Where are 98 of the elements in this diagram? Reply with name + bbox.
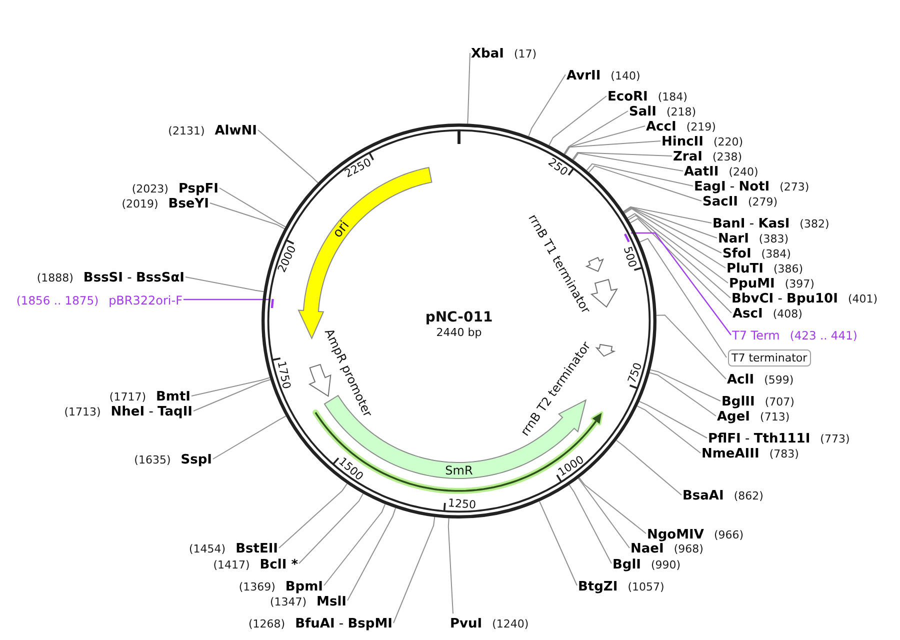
leader-line (572, 152, 684, 172)
enzyme-site-label: (1417) BclI * (213, 555, 298, 572)
enzyme-site-label: BglII (707) (722, 392, 794, 410)
feature-arrow (590, 278, 618, 309)
enzyme-site-label: (1347) MslI (270, 592, 346, 609)
tick-label: 2000 (274, 244, 299, 275)
leader-line (624, 207, 722, 254)
leader-line (467, 52, 470, 124)
feature-label: ori (330, 218, 354, 242)
tick-label: 1250 (447, 496, 476, 512)
leader-line (631, 232, 732, 336)
leader-line (578, 478, 630, 548)
enzyme-site-label: (1717) BmtI (109, 388, 190, 404)
leader-line (393, 516, 436, 624)
enzyme-site-label: BbvCI - Bpu10I (401) (732, 290, 878, 306)
plasmid-length: 2440 bp (436, 326, 482, 340)
enzyme-site-label: SalI (218) (629, 102, 696, 120)
leader-line (624, 208, 726, 268)
enzyme-site-label: BtgZI (1057) (578, 577, 664, 594)
enzyme-site-label: BglI (990) (612, 555, 681, 572)
enzyme-site-label: PflFI - Tth111I (773) (708, 430, 850, 446)
leader-line (564, 110, 628, 154)
enzyme-site-label: BanI - KasI (382) (712, 214, 830, 232)
leader-line (278, 483, 348, 548)
leader-line (622, 206, 712, 224)
primer-label: T7 Term (423 .. 441) (732, 326, 858, 344)
leader-line (324, 504, 386, 586)
leader-line (639, 238, 727, 358)
leader-line (193, 379, 271, 412)
leader-line (258, 130, 318, 184)
enzyme-site-label: AgeI (713) (717, 408, 790, 424)
leader-line (184, 298, 270, 300)
plasmid-name: pNC-011 (425, 310, 493, 326)
leader-line (548, 96, 607, 146)
primer-mark (270, 297, 275, 310)
enzyme-site-label: HincII (220) (662, 132, 744, 150)
enzyme-site-label: (2023) PspFI (132, 180, 218, 196)
leader-line (568, 484, 612, 564)
feature-label: SmR (445, 463, 473, 478)
tick-label: 750 (624, 360, 644, 385)
enzyme-site-label: ZraI (238) (673, 148, 742, 164)
enzyme-site-label: (1635) SspI (134, 450, 212, 468)
enzyme-site-label: BsaAI (862) (682, 486, 764, 504)
enzyme-site-label: (1713) NheI - TaqII (64, 402, 192, 420)
leader-line (564, 126, 646, 155)
leader-line (298, 493, 364, 564)
leader-line (616, 440, 682, 496)
enzyme-site-label: NmeAIII (783) (702, 444, 799, 462)
leader-line (630, 218, 732, 314)
enzyme-site-label: PvuI (1240) (450, 614, 529, 632)
tick-label: 1750 (274, 360, 294, 390)
leader-line (638, 400, 708, 438)
enzyme-site-label: (2131) AlwNI (168, 122, 257, 138)
leader-line (210, 202, 285, 230)
leader-line (448, 518, 454, 614)
leader-line (650, 369, 721, 402)
primer-mark (623, 232, 632, 244)
enzyme-site-label: AatII (240) (684, 162, 758, 180)
leader-line (627, 213, 728, 284)
enzyme-site-label: EcoRI (184) (608, 88, 688, 104)
enzyme-site-label: AclI (599) (727, 370, 794, 388)
leader-line (578, 477, 646, 534)
leader-line (628, 214, 731, 298)
enzyme-site-label: AscI (408) (732, 304, 802, 322)
enzyme-site-label: NgoMIV (966) (647, 525, 744, 542)
leader-line (185, 276, 264, 292)
enzyme-site-label: (1888) BssSI - BssSαI (36, 268, 184, 286)
enzyme-site-label: SfoI (384) (722, 244, 791, 262)
enzyme-site-label: PluTI (386) (726, 260, 804, 276)
enzyme-site-label: EagI - NotI (273) (694, 178, 810, 194)
enzyme-site-label: SacII (279) (702, 192, 778, 210)
primer-label: (1856 .. 1875) pBR322ori-F (16, 291, 182, 308)
leader-line (538, 500, 578, 586)
enzyme-site-label: NarI (383) (718, 230, 788, 246)
leader-line (528, 74, 566, 137)
enzyme-site-label: XbaI (17) (471, 44, 537, 62)
leader-line (623, 206, 718, 238)
enzyme-site-label: (2019) BseYI (122, 194, 209, 212)
leader-line (347, 508, 396, 601)
leader-line (586, 163, 694, 186)
enzyme-site-label: (1369) BpmI (238, 577, 323, 594)
leader-line (572, 152, 672, 160)
leader-line (656, 314, 726, 380)
enzyme-site-label: AccI (219) (646, 118, 716, 134)
enzyme-site-label: AvrII (140) (566, 66, 640, 83)
enzyme-site-label: PpuMI (397) (729, 274, 814, 292)
leader-line (212, 416, 286, 460)
feature-name-tag: T7 terminator (728, 349, 812, 366)
leader-line (636, 406, 701, 454)
leader-line (191, 377, 270, 396)
leader-line (588, 165, 702, 202)
tick-label: 500 (621, 245, 640, 269)
leader-line (564, 140, 661, 155)
enzyme-site-label: (1454) BstEII (189, 540, 278, 556)
leader-line (649, 372, 716, 416)
enzyme-site-label: (1268) BfuAI - BspMI (248, 614, 392, 632)
tick-label: 250 (545, 155, 570, 178)
leader-line (219, 188, 286, 228)
